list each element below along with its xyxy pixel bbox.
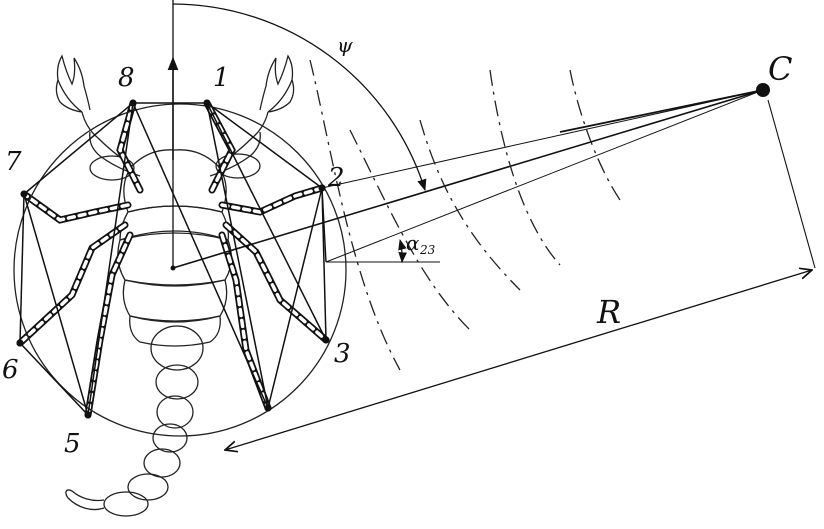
foot-point-6 bbox=[16, 339, 24, 347]
alpha-symbol: α bbox=[406, 231, 420, 255]
psi-angle-arc bbox=[172, 3, 427, 192]
foot-point-5 bbox=[84, 411, 92, 419]
leg-label-7: 7 bbox=[5, 147, 22, 177]
alpha-subscript: 23 bbox=[419, 243, 436, 257]
alpha-foot-2-3-link bbox=[321, 187, 327, 263]
distance-r-arrow bbox=[225, 270, 812, 450]
leg-label-5: 5 bbox=[64, 429, 81, 459]
distance-r-extension bbox=[767, 99, 816, 269]
foot-triads bbox=[19, 102, 327, 416]
leg-left-front bbox=[116, 99, 144, 194]
leg-left-3 bbox=[16, 221, 129, 347]
scorpion-abdomen bbox=[117, 205, 232, 347]
foot-point-8 bbox=[129, 99, 137, 107]
distance-label-r: R bbox=[596, 293, 621, 331]
leg-label-2: 2 bbox=[327, 163, 345, 193]
leg-left-4 bbox=[84, 231, 134, 419]
foot-point-3 bbox=[322, 336, 330, 344]
psi-label: ψ bbox=[337, 33, 353, 57]
foot-point-4 bbox=[264, 404, 272, 412]
source-label-c: C bbox=[768, 50, 792, 88]
ray-c-foot-3 bbox=[325, 89, 764, 263]
direction-line bbox=[172, 89, 764, 269]
wavefronts bbox=[309, 59, 621, 371]
ray-c-foot-2 bbox=[321, 89, 764, 189]
scorpion-tail bbox=[65, 325, 204, 517]
ray-c-foot-1 bbox=[559, 89, 764, 133]
foot-point-7 bbox=[20, 190, 28, 198]
source-point-c bbox=[756, 83, 770, 97]
leg-label-1: 1 bbox=[213, 63, 230, 93]
leg-label-3: 3 bbox=[334, 339, 351, 369]
scorpion-body bbox=[55, 54, 295, 517]
leg-left-2 bbox=[20, 190, 132, 224]
foot-point-1 bbox=[203, 99, 211, 107]
foot-circle bbox=[13, 103, 347, 437]
leg-label-8: 8 bbox=[118, 63, 135, 93]
leg-label-6: 6 bbox=[2, 355, 19, 385]
alpha-23-label: α 23 bbox=[406, 231, 436, 257]
alpha-angle-arc bbox=[398, 238, 407, 264]
leg-right-2 bbox=[218, 184, 326, 216]
